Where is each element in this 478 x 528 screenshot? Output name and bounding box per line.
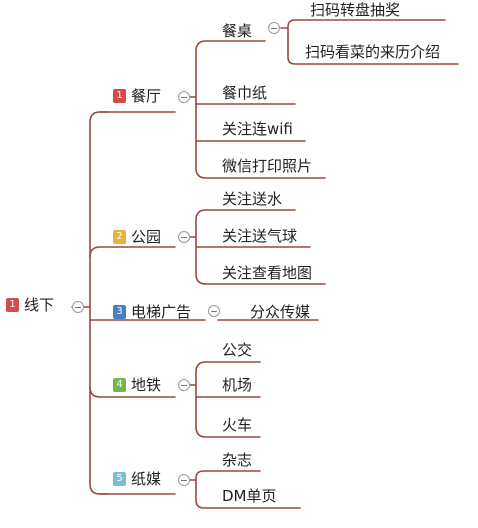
leaf-node[interactable]: 微信打印照片 [222,157,312,175]
root-node[interactable]: 1 线下 [6,296,54,314]
leaf-label: 机场 [222,376,253,394]
connector-b4-trunk [185,361,261,438]
leaf-node[interactable]: 关注送水 [222,190,282,208]
leaf-node[interactable]: 杂志 [222,451,252,469]
leaf-label: 杂志 [222,451,253,469]
leaf-node[interactable]: 扫码看菜的来历介绍 [305,43,440,61]
priority-badge: 3 [113,305,126,319]
branch-2-connectors [185,209,326,285]
collapse-icon[interactable] [178,379,190,391]
branch-label: 餐厅 [131,87,162,105]
branch-4-connectors [185,361,261,438]
branch-1-connectors [185,19,459,179]
priority-badge: 2 [113,230,126,244]
priority-badge: 4 [113,378,126,392]
connector-branch-2 [89,246,176,258]
collapse-icon[interactable] [72,301,84,313]
leaf-label: 餐巾纸 [222,84,268,102]
connector-b5-trunk [185,470,301,509]
connector-b1-table [280,19,459,65]
leaf-label: 关注连wifi [222,120,293,138]
leaf-label: 关注送气球 [222,227,298,245]
branch-node-5[interactable]: 5 纸媒 [113,470,161,488]
branch-label: 电梯广告 [131,303,192,321]
leaf-node[interactable]: 关注连wifi [222,120,293,138]
priority-badge: 1 [6,298,19,312]
leaf-label: DM单页 [222,487,277,505]
leaf-node[interactable]: 公交 [222,341,252,359]
leaf-label: 微信打印照片 [222,157,313,175]
leaf-node[interactable]: 火车 [222,416,252,434]
connector-b1-trunk [185,40,326,179]
connector-root-trunk [89,111,109,495]
connector-branch-4 [89,386,176,398]
collapse-icon[interactable] [178,231,190,243]
collapse-icon[interactable] [178,474,190,486]
leaf-label: 关注查看地图 [222,264,313,282]
branch-node-1[interactable]: 1 餐厅 [113,87,161,105]
leaf-label: 关注送水 [222,190,283,208]
branch-label: 纸媒 [131,470,162,488]
leaf-node[interactable]: 餐巾纸 [222,84,267,102]
branch-label: 公园 [131,228,162,246]
branch-node-2[interactable]: 2 公园 [113,228,161,246]
priority-badge: 1 [113,89,126,103]
root-label: 线下 [24,296,55,314]
leaf-label: 火车 [222,416,253,434]
root-connectors [71,111,206,495]
collapse-icon[interactable] [208,305,220,317]
branch-label: 地铁 [131,376,162,394]
branch-node-4[interactable]: 4 地铁 [113,376,161,394]
collapse-icon[interactable] [178,91,190,103]
leaf-node[interactable]: 餐桌 [222,22,252,40]
leaf-node[interactable]: 关注送气球 [222,227,297,245]
leaf-node[interactable]: 扫码转盘抽奖 [310,1,400,19]
leaf-node[interactable]: 分众传媒 [250,303,310,321]
leaf-label: 餐桌 [222,22,253,40]
leaf-node[interactable]: 机场 [222,376,252,394]
leaf-node[interactable]: DM单页 [222,487,277,505]
leaf-label: 分众传媒 [250,303,311,321]
branch-node-3[interactable]: 3 电梯广告 [113,303,191,321]
leaf-node[interactable]: 关注查看地图 [222,264,312,282]
collapse-icon[interactable] [268,22,280,34]
branch-5-connectors [185,470,301,509]
leaf-label: 扫码看菜的来历介绍 [305,43,441,61]
connector-b2-trunk [185,209,326,285]
leaf-label: 公交 [222,341,253,359]
leaf-label: 扫码转盘抽奖 [310,1,401,19]
priority-badge: 5 [113,472,126,486]
